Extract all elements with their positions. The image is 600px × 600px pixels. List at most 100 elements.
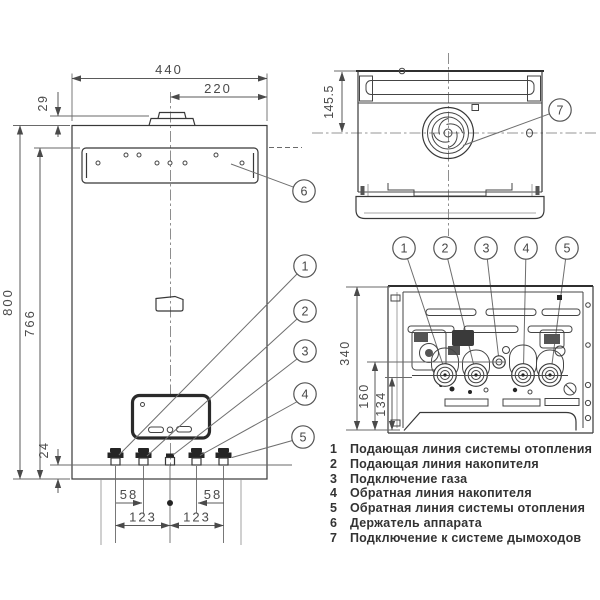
callout-4-front: 4 [293,382,317,406]
callout-7: 7 [548,98,572,122]
bottom-slots [444,398,580,407]
legend-item-label: Подключение газа [350,471,468,486]
svg-text:1: 1 [302,260,309,274]
legend-item-label: Подающая линия системы отопления [350,442,593,456]
dim-pipe-spacing: 58 58 123 123 [100,466,242,545]
panel-slot-left [148,426,164,433]
bottom-connectors [50,448,292,466]
bottom-channel [387,183,513,197]
svg-text:3: 3 [302,345,309,359]
legend-item-label: Обратная линия системы отопления [350,501,586,515]
front-callout-leaders [118,163,298,458]
dim-inner-right-label: 58 [204,487,222,502]
mounting-bracket [81,147,259,184]
svg-text:3: 3 [483,242,490,256]
dim-bracket-height: 766 [22,147,80,480]
top-view: 145.5 7 [312,53,597,236]
front-view: 440 220 29 800 766 24 [0,62,317,545]
control-panel [130,393,212,440]
display-window [155,295,184,312]
dim-total-width: 440 [71,62,268,121]
legend-item-number: 3 [330,471,337,486]
legend: 1 Подающая линия системы отопления 2 Под… [330,442,592,545]
dim-total-depth-label: 340 [338,340,352,365]
dim-half-width: 220 [170,81,268,101]
legend-item-label: Обратная линия накопителя [350,486,532,501]
dim-bracket-height-label: 766 [22,309,37,337]
rail-bracket-left [359,75,373,102]
svg-text:7: 7 [557,104,564,118]
flue-fan [421,106,475,160]
svg-text:4: 4 [302,388,309,402]
legend-item-number: 5 [330,501,337,515]
bottom-callouts: 1 2 3 4 5 [392,236,579,260]
svg-text:5: 5 [300,431,307,445]
callout-2-front: 2 [293,299,317,323]
callout-5-front: 5 [291,425,315,449]
callout-4-bottom: 4 [514,236,538,260]
underside-casing [387,285,594,434]
legend-item: 6 Держатель аппарата [330,516,592,531]
callout-3-bottom: 3 [474,236,498,260]
dim-inner-left-label: 58 [120,487,138,502]
bottom-view: 1 2 3 4 5 [338,236,594,434]
flue-cap [148,111,196,126]
dim-bottom-offset: 24 [37,442,62,493]
legend-item: 2 Подающая линия накопителя [330,457,592,472]
callout-5-bottom: 5 [555,236,579,260]
dim-flue-center-label: 145.5 [322,85,336,119]
dim-bottom-offset-label: 24 [37,442,51,459]
dim-outer-left-label: 123 [129,510,157,525]
dim-gas-line-depth-label: 160 [357,383,371,408]
legend-item: 4 Обратная линия накопителя [330,486,592,501]
top-rail [365,80,535,95]
dim-total-height: 800 [0,125,70,480]
svg-text:4: 4 [523,242,530,256]
svg-text:6: 6 [301,185,308,199]
front-callouts: 6 1 2 3 4 5 [291,179,317,449]
underside-front-band [403,411,577,431]
connector-heating-flow [107,448,124,466]
callout-6: 6 [292,179,316,203]
legend-item-label: Подключение к системе дымоходов [350,530,582,545]
svg-text:2: 2 [302,305,309,319]
legend-item-label: Держатель аппарата [350,515,482,530]
legend-item-label: Подающая линия накопителя [350,456,539,471]
legend-item: 7 Подключение к системе дымоходов [330,531,592,546]
rail-bracket-right [527,75,541,102]
dim-top-offset-label: 29 [36,95,50,112]
front-band [355,195,545,220]
dim-top-offset: 29 [36,92,62,137]
legend-item: 1 Подающая линия системы отопления [330,442,592,457]
callout-3-front: 3 [293,339,317,363]
dim-pipe-line-depth: 134 [374,377,412,431]
dim-origin-dot [167,500,173,506]
casing-screw [398,67,406,75]
panel-knob [166,426,174,434]
dim-total-width-label: 440 [155,62,183,77]
hydraulic-internals [411,329,577,396]
legend-item-number: 6 [330,515,337,530]
svg-text:2: 2 [442,242,449,256]
panel-led [140,402,145,407]
callout-1-front: 1 [293,254,317,278]
legend-item: 5 Обратная линия системы отопления [330,501,592,516]
legend-item-number: 2 [330,456,337,471]
dim-outer-right-label: 123 [183,510,211,525]
dim-total-height-label: 800 [0,288,15,316]
dim-flue-center: 145.5 [322,70,356,133]
dim-half-width-label: 220 [204,81,232,96]
boiler-cabinet [71,124,268,480]
top-view-casing [355,67,545,220]
svg-text:1: 1 [401,242,408,256]
bracket-holes [95,152,245,166]
vent-slots [407,308,581,333]
connector-cylinder-return [188,448,205,466]
dim-pipe-line-depth-label: 134 [374,391,388,416]
callout-1-bottom: 1 [392,236,416,260]
callout-7-leader [462,113,550,146]
legend-item-number: 4 [330,486,337,501]
connector-heating-return [215,448,232,466]
